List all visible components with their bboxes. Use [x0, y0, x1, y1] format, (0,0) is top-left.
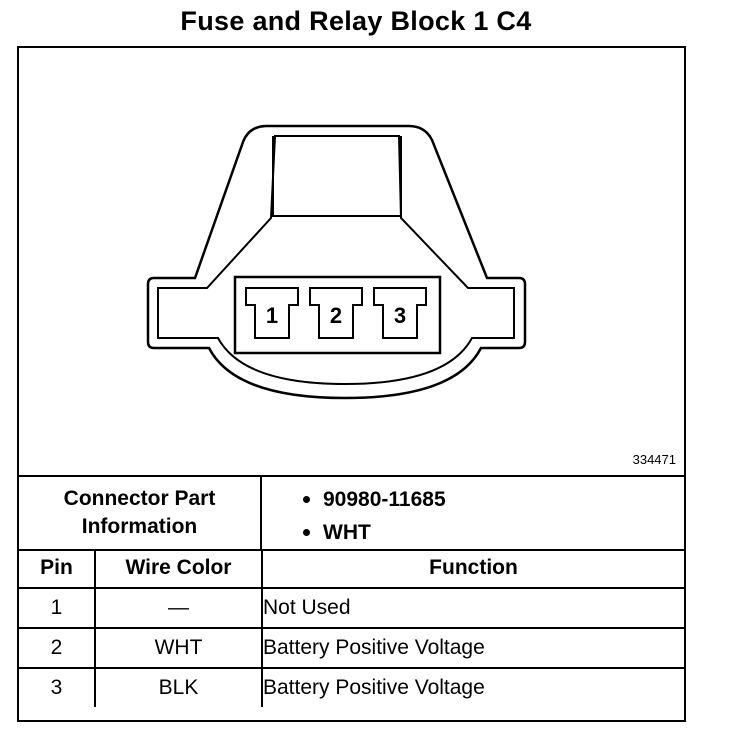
connector-face-drawing: 1 2 3 [146, 124, 527, 400]
terminal-3 [373, 287, 427, 339]
cavity-frame [233, 275, 442, 355]
pin-table: Pin Wire Color Function 1 — Not Used 2 W… [19, 549, 684, 707]
cell-function: Not Used [261, 587, 684, 629]
table-row: 2 WHT Battery Positive Voltage [19, 627, 684, 669]
connector-color: WHT [277, 516, 446, 549]
page-title: Fuse and Relay Block 1 C4 [180, 6, 532, 36]
connector-sheet: 1 2 3 334471 Connector Part Information … [17, 46, 686, 722]
connector-part-information: Connector Part Information 90980-11685 W… [19, 477, 684, 551]
connector-housing-outer [146, 124, 527, 400]
terminal-2 [309, 287, 363, 339]
table-row: 1 — Not Used [19, 587, 684, 629]
part-number: 90980-11685 [277, 483, 446, 516]
reference-number: 334471 [632, 452, 676, 467]
part-number-value: 90980-11685 [323, 488, 446, 511]
pin-label-2: 2 [330, 303, 342, 328]
cell-function: Battery Positive Voltage [261, 667, 684, 707]
connector-color-value: WHT [323, 521, 371, 544]
bullet-icon [303, 529, 310, 536]
connector-info-label: Connector Part Information [19, 477, 262, 549]
cell-function: Battery Positive Voltage [261, 627, 684, 669]
cell-wire-color: — [94, 587, 263, 629]
cell-pin: 2 [19, 627, 96, 669]
cell-wire-color: WHT [94, 627, 263, 669]
cell-pin: 1 [19, 587, 96, 629]
cell-pin: 3 [19, 667, 96, 707]
cell-wire-color: BLK [94, 667, 263, 707]
terminal-1 [245, 287, 299, 339]
pin-label-1: 1 [266, 303, 278, 328]
pin-label-3: 3 [394, 303, 406, 328]
connector-diagram: 1 2 3 334471 [19, 48, 684, 477]
header-function: Function [261, 549, 684, 589]
header-pin: Pin [19, 549, 96, 589]
table-header-row: Pin Wire Color Function [19, 549, 684, 589]
connector-info-values: 90980-11685 WHT [277, 483, 446, 549]
bullet-icon [303, 496, 310, 503]
connector-housing-inner [157, 135, 515, 386]
table-row: 3 BLK Battery Positive Voltage [19, 667, 684, 707]
header-wire-color: Wire Color [94, 549, 263, 589]
locking-tab [272, 136, 402, 217]
